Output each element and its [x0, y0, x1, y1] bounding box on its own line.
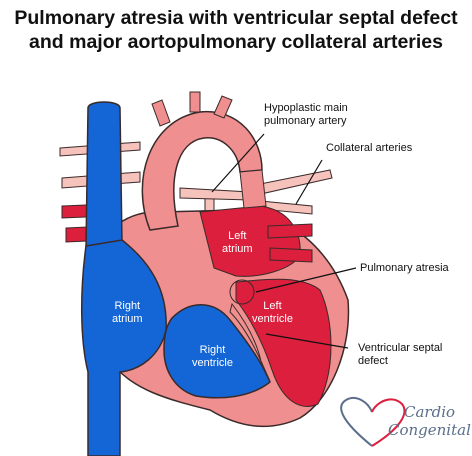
- pointer-atresia: [255, 267, 357, 293]
- label-left-ventricle-line-1: Left: [263, 300, 282, 312]
- aorta-branches: [151, 91, 233, 127]
- pointer-lines: [211, 133, 357, 349]
- logo-heart-icon: [340, 396, 406, 447]
- descending-aorta: [239, 169, 267, 209]
- title-line-2: and major aortopulmonary collateral arte…: [29, 31, 443, 53]
- label-right-ventricle-line-1: Right: [199, 344, 226, 356]
- vein-right-2: [269, 247, 313, 263]
- pointer-hypoplastic: [211, 133, 265, 193]
- label-left-ventricle-line-2: ventricle: [252, 313, 293, 325]
- label-vsd: Ventricular septal defect: [358, 342, 442, 368]
- right-ventricle-shape: [163, 304, 271, 399]
- pointer-vsd: [265, 333, 349, 349]
- label-right-atrium-line-2: atrium: [112, 313, 143, 325]
- right-atrium-shape: [81, 239, 167, 456]
- vein-right-1: [267, 223, 313, 239]
- logo-text-line-1: Cardio: [404, 403, 456, 421]
- label-vsd-line-1: Ventricular septal: [358, 342, 443, 354]
- label-left-atrium: Left atrium: [222, 230, 253, 256]
- pa-branches: [179, 187, 251, 201]
- label-hypoplastic-main-pa: Hypoplastic main pulmonary artery: [264, 102, 348, 128]
- label-right-ventricle: Right ventricle: [192, 344, 233, 370]
- pulmonary-veins-right: [267, 223, 313, 263]
- label-pulmonary-atresia: Pulmonary atresia: [360, 262, 449, 274]
- label-collateral-arteries: Collateral arteries: [326, 142, 413, 154]
- label-right-atrium-line-1: Right: [114, 300, 141, 312]
- superior-vena-cava: [85, 101, 123, 251]
- pointer-collateral: [295, 159, 323, 205]
- aorta: [141, 111, 263, 231]
- diagram-title: Pulmonary atresia with ventricular septa…: [0, 6, 472, 54]
- label-left-atrium-line-2: atrium: [222, 243, 253, 255]
- label-right-atrium: Right atrium: [112, 300, 143, 326]
- label-hypoplastic-line-2: pulmonary artery: [264, 115, 347, 127]
- septum: [229, 302, 271, 383]
- label-right-ventricle-line-2: ventricle: [192, 357, 233, 369]
- title-line-1: Pulmonary atresia with ventricular septa…: [14, 7, 458, 29]
- label-left-ventricle: Left ventricle: [252, 300, 293, 326]
- logo-text-line-2: Congenital: [388, 421, 471, 439]
- label-left-atrium-line-1: Left: [228, 230, 247, 242]
- label-hypoplastic-line-1: Hypoplastic main: [264, 102, 348, 114]
- atresia-circle: [229, 279, 255, 305]
- label-vsd-line-2: defect: [358, 355, 388, 367]
